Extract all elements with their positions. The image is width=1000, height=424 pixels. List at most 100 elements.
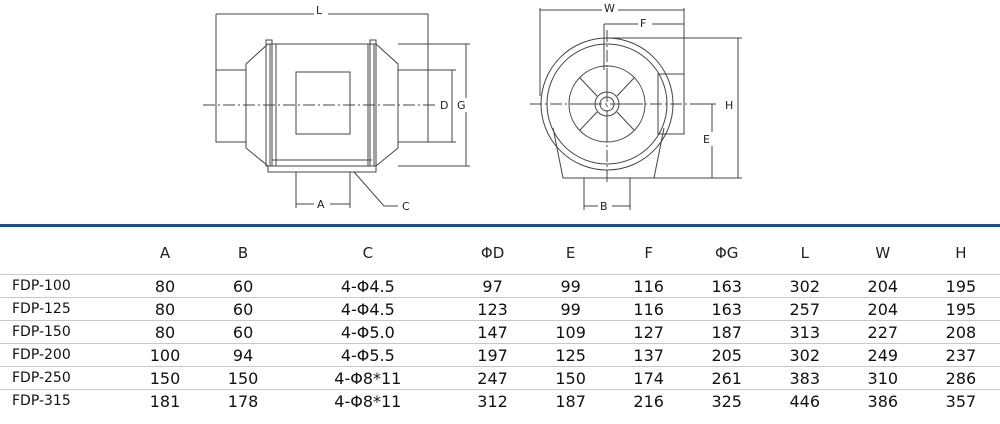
header-cell: C bbox=[362, 244, 374, 262]
value-cell: 97 bbox=[453, 274, 532, 298]
value-cell: 163 bbox=[687, 274, 766, 298]
value-cell: 80 bbox=[126, 274, 205, 298]
value-cell: 4-Φ4.5 bbox=[282, 274, 454, 298]
model-cell: FDP-315 bbox=[0, 389, 126, 412]
model-cell: FDP-100 bbox=[0, 274, 126, 298]
value-cell: 204 bbox=[843, 274, 922, 298]
value-cell: 100 bbox=[126, 343, 205, 367]
dim-label-W: W bbox=[604, 2, 615, 15]
value-cell: 261 bbox=[687, 366, 766, 390]
value-cell: 163 bbox=[687, 297, 766, 321]
value-cell: 99 bbox=[531, 297, 610, 321]
value-cell: 286 bbox=[921, 366, 1000, 390]
model-cell: FDP-125 bbox=[0, 297, 126, 321]
value-cell: 123 bbox=[453, 297, 532, 321]
dim-label-H: H bbox=[725, 99, 733, 112]
model-cell: FDP-150 bbox=[0, 320, 126, 344]
value-cell: 204 bbox=[843, 297, 922, 321]
value-cell: 195 bbox=[921, 297, 1000, 321]
header-cell: H bbox=[955, 244, 967, 262]
value-cell: 4-Φ8*11 bbox=[282, 389, 454, 412]
value-cell: 310 bbox=[843, 366, 922, 390]
value-cell: 383 bbox=[765, 366, 844, 390]
side-view bbox=[203, 13, 470, 208]
header-cell: W bbox=[875, 244, 891, 262]
value-cell: 80 bbox=[126, 297, 205, 321]
value-cell: 247 bbox=[453, 366, 532, 390]
value-cell: 150 bbox=[126, 366, 205, 390]
header-cell: A bbox=[159, 244, 171, 262]
table-top-rule bbox=[0, 224, 1000, 227]
value-cell: 227 bbox=[843, 320, 922, 344]
value-cell: 446 bbox=[765, 389, 844, 412]
header-cell: L bbox=[800, 244, 809, 262]
value-cell: 80 bbox=[126, 320, 205, 344]
model-cell: FDP-250 bbox=[0, 366, 126, 390]
value-cell: 150 bbox=[204, 366, 283, 390]
dim-label-D: D bbox=[440, 99, 448, 112]
header-cell: ΦG bbox=[714, 244, 739, 262]
value-cell: 195 bbox=[921, 274, 1000, 298]
value-cell: 325 bbox=[687, 389, 766, 412]
value-cell: 187 bbox=[687, 320, 766, 344]
value-cell: 174 bbox=[609, 366, 688, 390]
dim-label-B: B bbox=[600, 200, 608, 213]
value-cell: 4-Φ5.5 bbox=[282, 343, 454, 367]
value-cell: 386 bbox=[843, 389, 922, 412]
value-cell: 302 bbox=[765, 343, 844, 367]
value-cell: 137 bbox=[609, 343, 688, 367]
value-cell: 150 bbox=[531, 366, 610, 390]
value-cell: 125 bbox=[531, 343, 610, 367]
value-cell: 60 bbox=[204, 297, 283, 321]
value-cell: 249 bbox=[843, 343, 922, 367]
header-cell: F bbox=[644, 244, 653, 262]
dim-label-L: L bbox=[316, 4, 323, 17]
value-cell: 4-Φ5.0 bbox=[282, 320, 454, 344]
model-cell: FDP-200 bbox=[0, 343, 126, 367]
value-cell: 257 bbox=[765, 297, 844, 321]
value-cell: 60 bbox=[204, 274, 283, 298]
dim-label-C: C bbox=[402, 200, 410, 213]
value-cell: 205 bbox=[687, 343, 766, 367]
value-cell: 181 bbox=[126, 389, 205, 412]
value-cell: 302 bbox=[765, 274, 844, 298]
dim-label-A: A bbox=[317, 198, 325, 211]
dim-label-E: E bbox=[703, 133, 710, 146]
value-cell: 60 bbox=[204, 320, 283, 344]
header-cell: E bbox=[565, 244, 576, 262]
table-header-row: A B C ΦD E F ΦG L W H bbox=[0, 232, 1000, 275]
front-view bbox=[530, 8, 742, 210]
value-cell: 4-Φ4.5 bbox=[282, 297, 454, 321]
value-cell: 99 bbox=[531, 274, 610, 298]
value-cell: 312 bbox=[453, 389, 532, 412]
value-cell: 94 bbox=[204, 343, 283, 367]
value-cell: 187 bbox=[531, 389, 610, 412]
value-cell: 127 bbox=[609, 320, 688, 344]
value-cell: 313 bbox=[765, 320, 844, 344]
header-model bbox=[0, 232, 126, 275]
value-cell: 109 bbox=[531, 320, 610, 344]
technical-drawing: L D G A C W F H E B bbox=[203, 2, 742, 214]
dimension-labels: L D G A C W F H E B bbox=[314, 2, 736, 214]
value-cell: 116 bbox=[609, 297, 688, 321]
header-cell: B bbox=[237, 244, 249, 262]
header-cell: ΦD bbox=[480, 244, 505, 262]
value-cell: 357 bbox=[921, 389, 1000, 412]
value-cell: 4-Φ8*11 bbox=[282, 366, 454, 390]
value-cell: 197 bbox=[453, 343, 532, 367]
value-cell: 178 bbox=[204, 389, 283, 412]
dim-label-F: F bbox=[640, 17, 646, 30]
value-cell: 237 bbox=[921, 343, 1000, 367]
value-cell: 216 bbox=[609, 389, 688, 412]
value-cell: 116 bbox=[609, 274, 688, 298]
value-cell: 208 bbox=[921, 320, 1000, 344]
value-cell: 147 bbox=[453, 320, 532, 344]
